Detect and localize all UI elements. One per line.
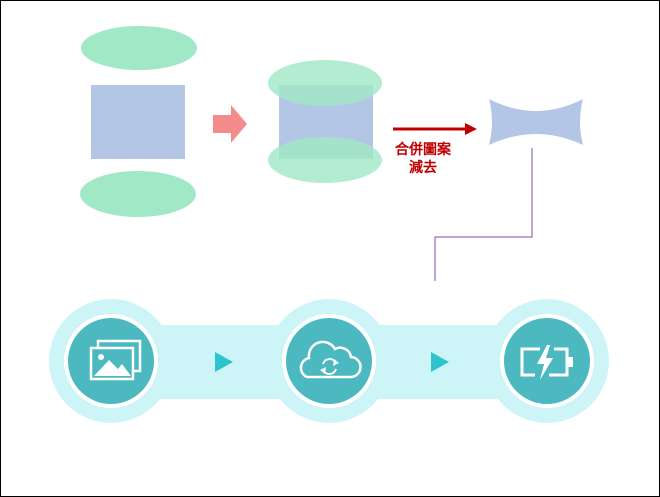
source-square [91,85,185,159]
band-notch-bottom-2 [386,399,490,443]
cloud-sync-icon [299,340,362,379]
top-ellipse [81,26,197,70]
band-notch-top-2 [386,281,490,325]
step-arrow [213,105,247,143]
merge-label: 合併圖案 減去 [389,141,457,177]
band-notch-top-1 [168,281,272,325]
connector-line [434,148,533,323]
merge-arrow-head [465,123,477,135]
photos-icon [89,339,142,381]
result-shape [489,99,583,145]
merge-label-line2: 減去 [409,160,437,176]
play-icon [215,352,233,372]
step-cloud-circle [282,314,376,408]
overlap-bottom-ellipse [268,137,382,183]
play-icon [431,352,449,372]
overlap-top-ellipse [268,60,382,106]
band-notch-bottom-1 [168,399,272,443]
merge-label-line1: 合併圖案 [395,142,451,158]
bottom-ellipse [80,171,196,217]
battery-charging-icon [520,345,573,380]
